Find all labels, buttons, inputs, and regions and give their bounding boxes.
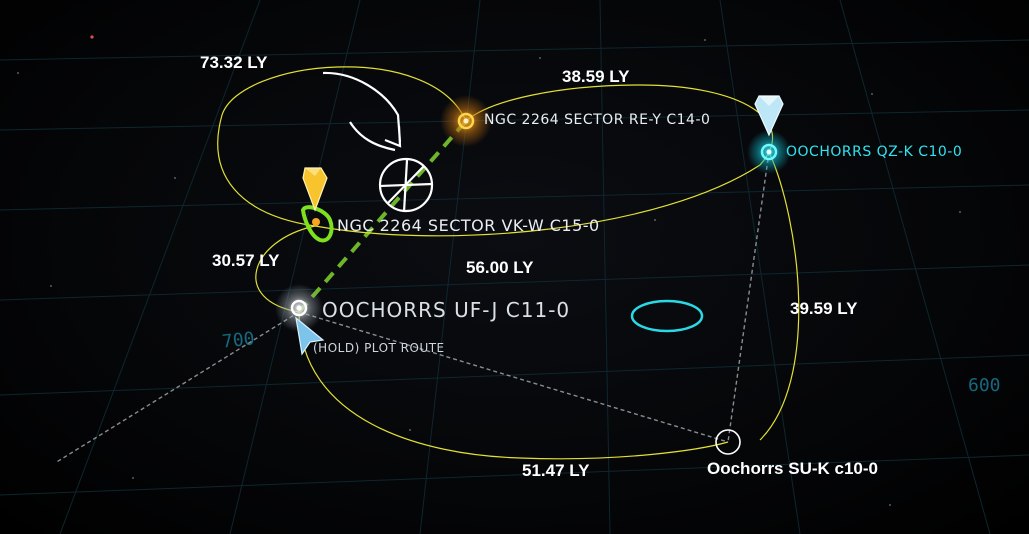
light-blue-diamond-marker-icon xyxy=(754,95,784,137)
hollow-circle-icon[interactable] xyxy=(715,429,741,455)
hand-drawn-arrow-stroke xyxy=(349,121,396,152)
system-label-vk-w[interactable]: NGC 2264 SECTOR VK-W C15-0 xyxy=(337,216,600,235)
white-star-icon[interactable] xyxy=(275,284,323,332)
distance-label-39: 39.59 LY xyxy=(790,299,858,318)
hand-drawn-crosshair-icon xyxy=(378,157,434,213)
hand-drawn-arrow-icon xyxy=(322,71,402,148)
cyan-ellipse-ring-icon xyxy=(630,299,704,333)
grid-number-right: 600 xyxy=(968,375,1001,396)
cyan-star-icon[interactable] xyxy=(747,130,791,174)
red-star-dot xyxy=(90,35,94,39)
plot-route-prompt[interactable]: (HOLD) PLOT ROUTE xyxy=(313,341,445,355)
distance-label-51: 51.47 LY xyxy=(522,461,590,480)
distance-label-30: 30.57 LY xyxy=(212,251,280,270)
projection-line-left xyxy=(54,311,300,464)
system-label-re-y[interactable]: NGC 2264 SECTOR RE-Y C14-0 xyxy=(484,112,711,128)
yellow-diamond-marker-icon xyxy=(302,167,328,212)
plotted-route-line xyxy=(297,119,468,314)
projection-line-bottom xyxy=(298,311,729,443)
orange-star-icon[interactable] xyxy=(440,95,492,147)
system-label-su-k[interactable]: Oochorrs SU-K c10-0 xyxy=(707,459,878,478)
system-label-qz-k[interactable]: OOCHORRS QZ-K C10-0 xyxy=(786,144,963,160)
route-loop-73 xyxy=(217,66,467,227)
route-loop-51 xyxy=(298,311,729,460)
blue-cursor-arrow-icon xyxy=(295,316,325,356)
distance-label-38: 38.59 LY xyxy=(562,67,630,86)
route-loop-39 xyxy=(759,151,800,441)
system-label-uf-j[interactable]: OOCHORRS UF-J C11-0 xyxy=(322,298,571,322)
yellow-star-icon[interactable] xyxy=(300,205,334,243)
distance-label-56: 56.00 LY xyxy=(466,258,534,277)
distance-label-73: 73.32 LY xyxy=(200,53,268,72)
grid-number-left: 700 xyxy=(220,328,256,353)
